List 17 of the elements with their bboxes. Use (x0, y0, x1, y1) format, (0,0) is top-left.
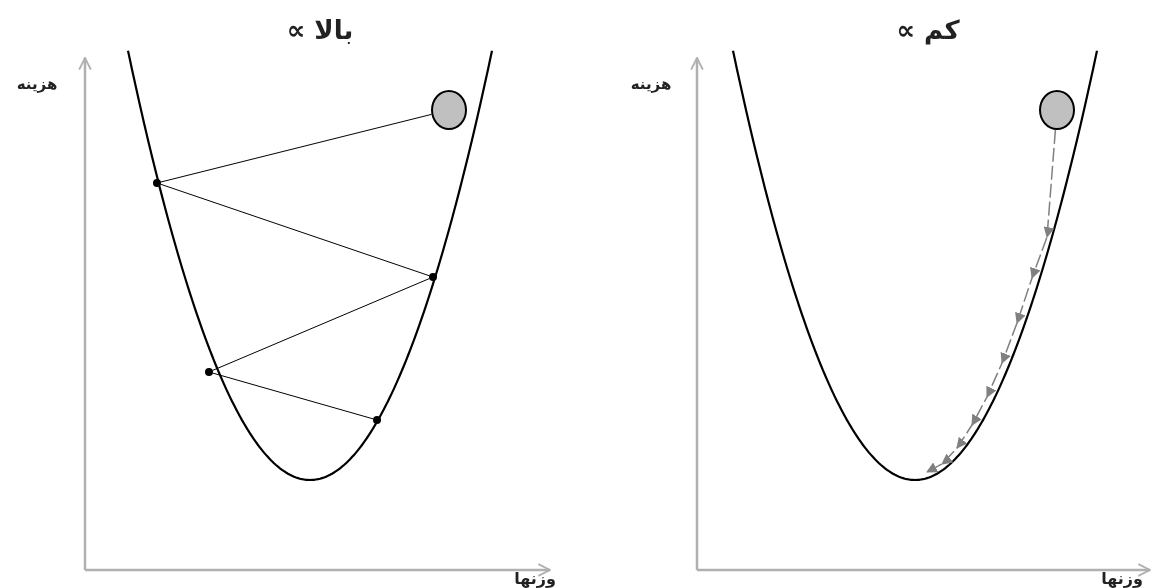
step-line (160, 183, 430, 277)
step-line (212, 372, 374, 420)
ball (431, 90, 467, 130)
axis-label: وزنها (514, 568, 556, 588)
ball (1039, 90, 1075, 130)
descent-arrow (926, 129, 1057, 473)
panel-title: کم ∝ (896, 15, 960, 45)
step-line (212, 278, 430, 371)
point-dot (429, 273, 437, 281)
point-dot (153, 179, 161, 187)
point-dot (205, 368, 213, 376)
axis-label: وزنها (1101, 568, 1143, 588)
panel-title: بالا ∝ (286, 15, 354, 45)
axis-label: هزینه (630, 75, 672, 93)
point-dot (373, 416, 381, 424)
axis-label: هزینه (16, 75, 58, 93)
step-line (160, 113, 432, 183)
